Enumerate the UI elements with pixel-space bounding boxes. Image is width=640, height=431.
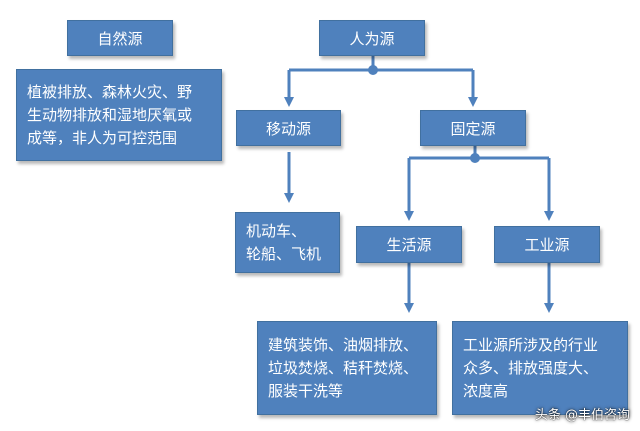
life-source-label: 生活源 (386, 236, 432, 254)
life-source-box: 生活源 (356, 226, 462, 263)
industry-source-label: 工业源 (524, 236, 570, 254)
life-desc-box: 建筑装饰、油烟排放、 垃圾焚烧、秸秆焚烧、 服装干洗等 (257, 321, 437, 415)
industry-desc-label: 工业源所涉及的行业 众多、排放强度大、 浓度高 (463, 335, 599, 400)
mobile-source-box: 移动源 (236, 110, 341, 146)
mobile-desc-label: 机动车、 轮船、飞机 (246, 221, 322, 263)
industry-source-box: 工业源 (494, 226, 600, 263)
industry-desc-box: 工业源所涉及的行业 众多、排放强度大、 浓度高 (452, 321, 628, 415)
natural-desc-box: 植被排放、森林火灾、野 生动物排放和湿地厌氧或 成等，非人为可控范围 (16, 69, 222, 161)
mobile-desc-box: 机动车、 轮船、飞机 (235, 212, 340, 273)
life-desc-label: 建筑装饰、油烟排放、 垃圾焚烧、秸秆焚烧、 服装干洗等 (268, 335, 419, 400)
fixed-source-label: 固定源 (450, 119, 496, 138)
junction-dot-fixed (470, 153, 480, 163)
fixed-source-box: 固定源 (420, 110, 526, 146)
human-source-box: 人为源 (319, 20, 425, 56)
natural-desc-label: 植被排放、森林火灾、野 生动物排放和湿地厌氧或 成等，非人为可控范围 (27, 82, 193, 147)
natural-source-label: 自然源 (97, 29, 143, 48)
natural-source-box: 自然源 (67, 20, 173, 56)
human-source-label: 人为源 (349, 29, 395, 48)
watermark: 头条 @丰伯咨询 (534, 408, 630, 423)
mobile-source-label: 移动源 (265, 119, 311, 138)
junction-dot-human (368, 65, 378, 75)
